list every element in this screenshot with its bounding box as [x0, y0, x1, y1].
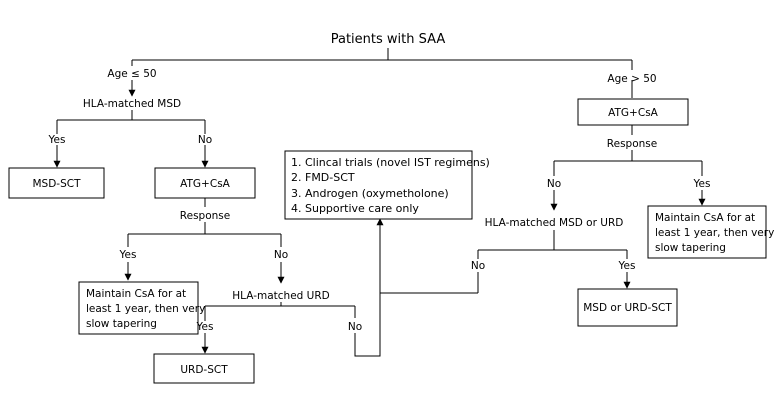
maintain-line-2-right: least 1 year, then very — [655, 227, 774, 239]
maintain-line-2-left: least 1 year, then very — [86, 303, 205, 315]
maintain-line-3-right: slow tapering — [655, 242, 726, 254]
response-label-right: Response — [607, 138, 657, 150]
option-1: 1. Clincal trials (novel IST regimens) — [291, 156, 490, 169]
response-label-left: Response — [180, 210, 230, 222]
no-label-msd-or-urd: No — [471, 260, 485, 272]
yes-label-msd: Yes — [48, 134, 66, 146]
urd-sct-box — [153, 353, 255, 384]
no-label-response-right: No — [547, 178, 561, 190]
msd-or-urd-sct-box — [577, 288, 678, 327]
option-4: 4. Supportive care only — [291, 202, 419, 215]
option-2: 2. FMD-SCT — [291, 171, 355, 184]
hla-urd-label: HLA-matched URD — [232, 290, 329, 302]
options-box — [284, 150, 473, 220]
msd-sct-box — [8, 167, 105, 199]
boxes — [8, 98, 767, 384]
maintain-csa-box-right — [647, 205, 767, 259]
yes-label-msd-or-urd: Yes — [618, 260, 636, 272]
atg-csa-box-right — [577, 98, 689, 126]
yes-label-response-left: Yes — [119, 249, 137, 261]
no-label-msd: No — [198, 134, 212, 146]
maintain-line-1-left: Maintain CsA for at — [86, 288, 186, 300]
option-3: 3. Androgen (oxymetholone) — [291, 187, 449, 200]
no-label-urd: No — [348, 321, 362, 333]
yes-label-urd: Yes — [196, 321, 214, 333]
atg-csa-box-left — [154, 167, 256, 199]
maintain-line-1-right: Maintain CsA for at — [655, 212, 755, 224]
age-young-label: Age ≤ 50 — [107, 68, 156, 80]
atg-csa-text-left: ATG+CsA — [180, 178, 231, 190]
yes-label-response-right: Yes — [693, 178, 711, 190]
labels: Patients with SAA Age ≤ 50 Age > 50 HLA-… — [32, 32, 774, 376]
maintain-csa-box-left — [78, 281, 199, 335]
urd-sct-text: URD-SCT — [180, 364, 228, 376]
age-old-label: Age > 50 — [607, 73, 656, 85]
no-label-response-left: No — [274, 249, 288, 261]
atg-csa-text-right: ATG+CsA — [608, 107, 659, 119]
connectors — [53, 48, 706, 357]
msd-sct-text: MSD-SCT — [32, 178, 81, 190]
hla-msd-or-urd-label: HLA-matched MSD or URD — [485, 217, 624, 229]
flowchart-title: Patients with SAA — [331, 32, 446, 47]
hla-msd-label: HLA-matched MSD — [83, 98, 181, 110]
maintain-line-3-left: slow tapering — [86, 318, 157, 330]
msd-or-urd-sct-text: MSD or URD-SCT — [583, 302, 672, 314]
